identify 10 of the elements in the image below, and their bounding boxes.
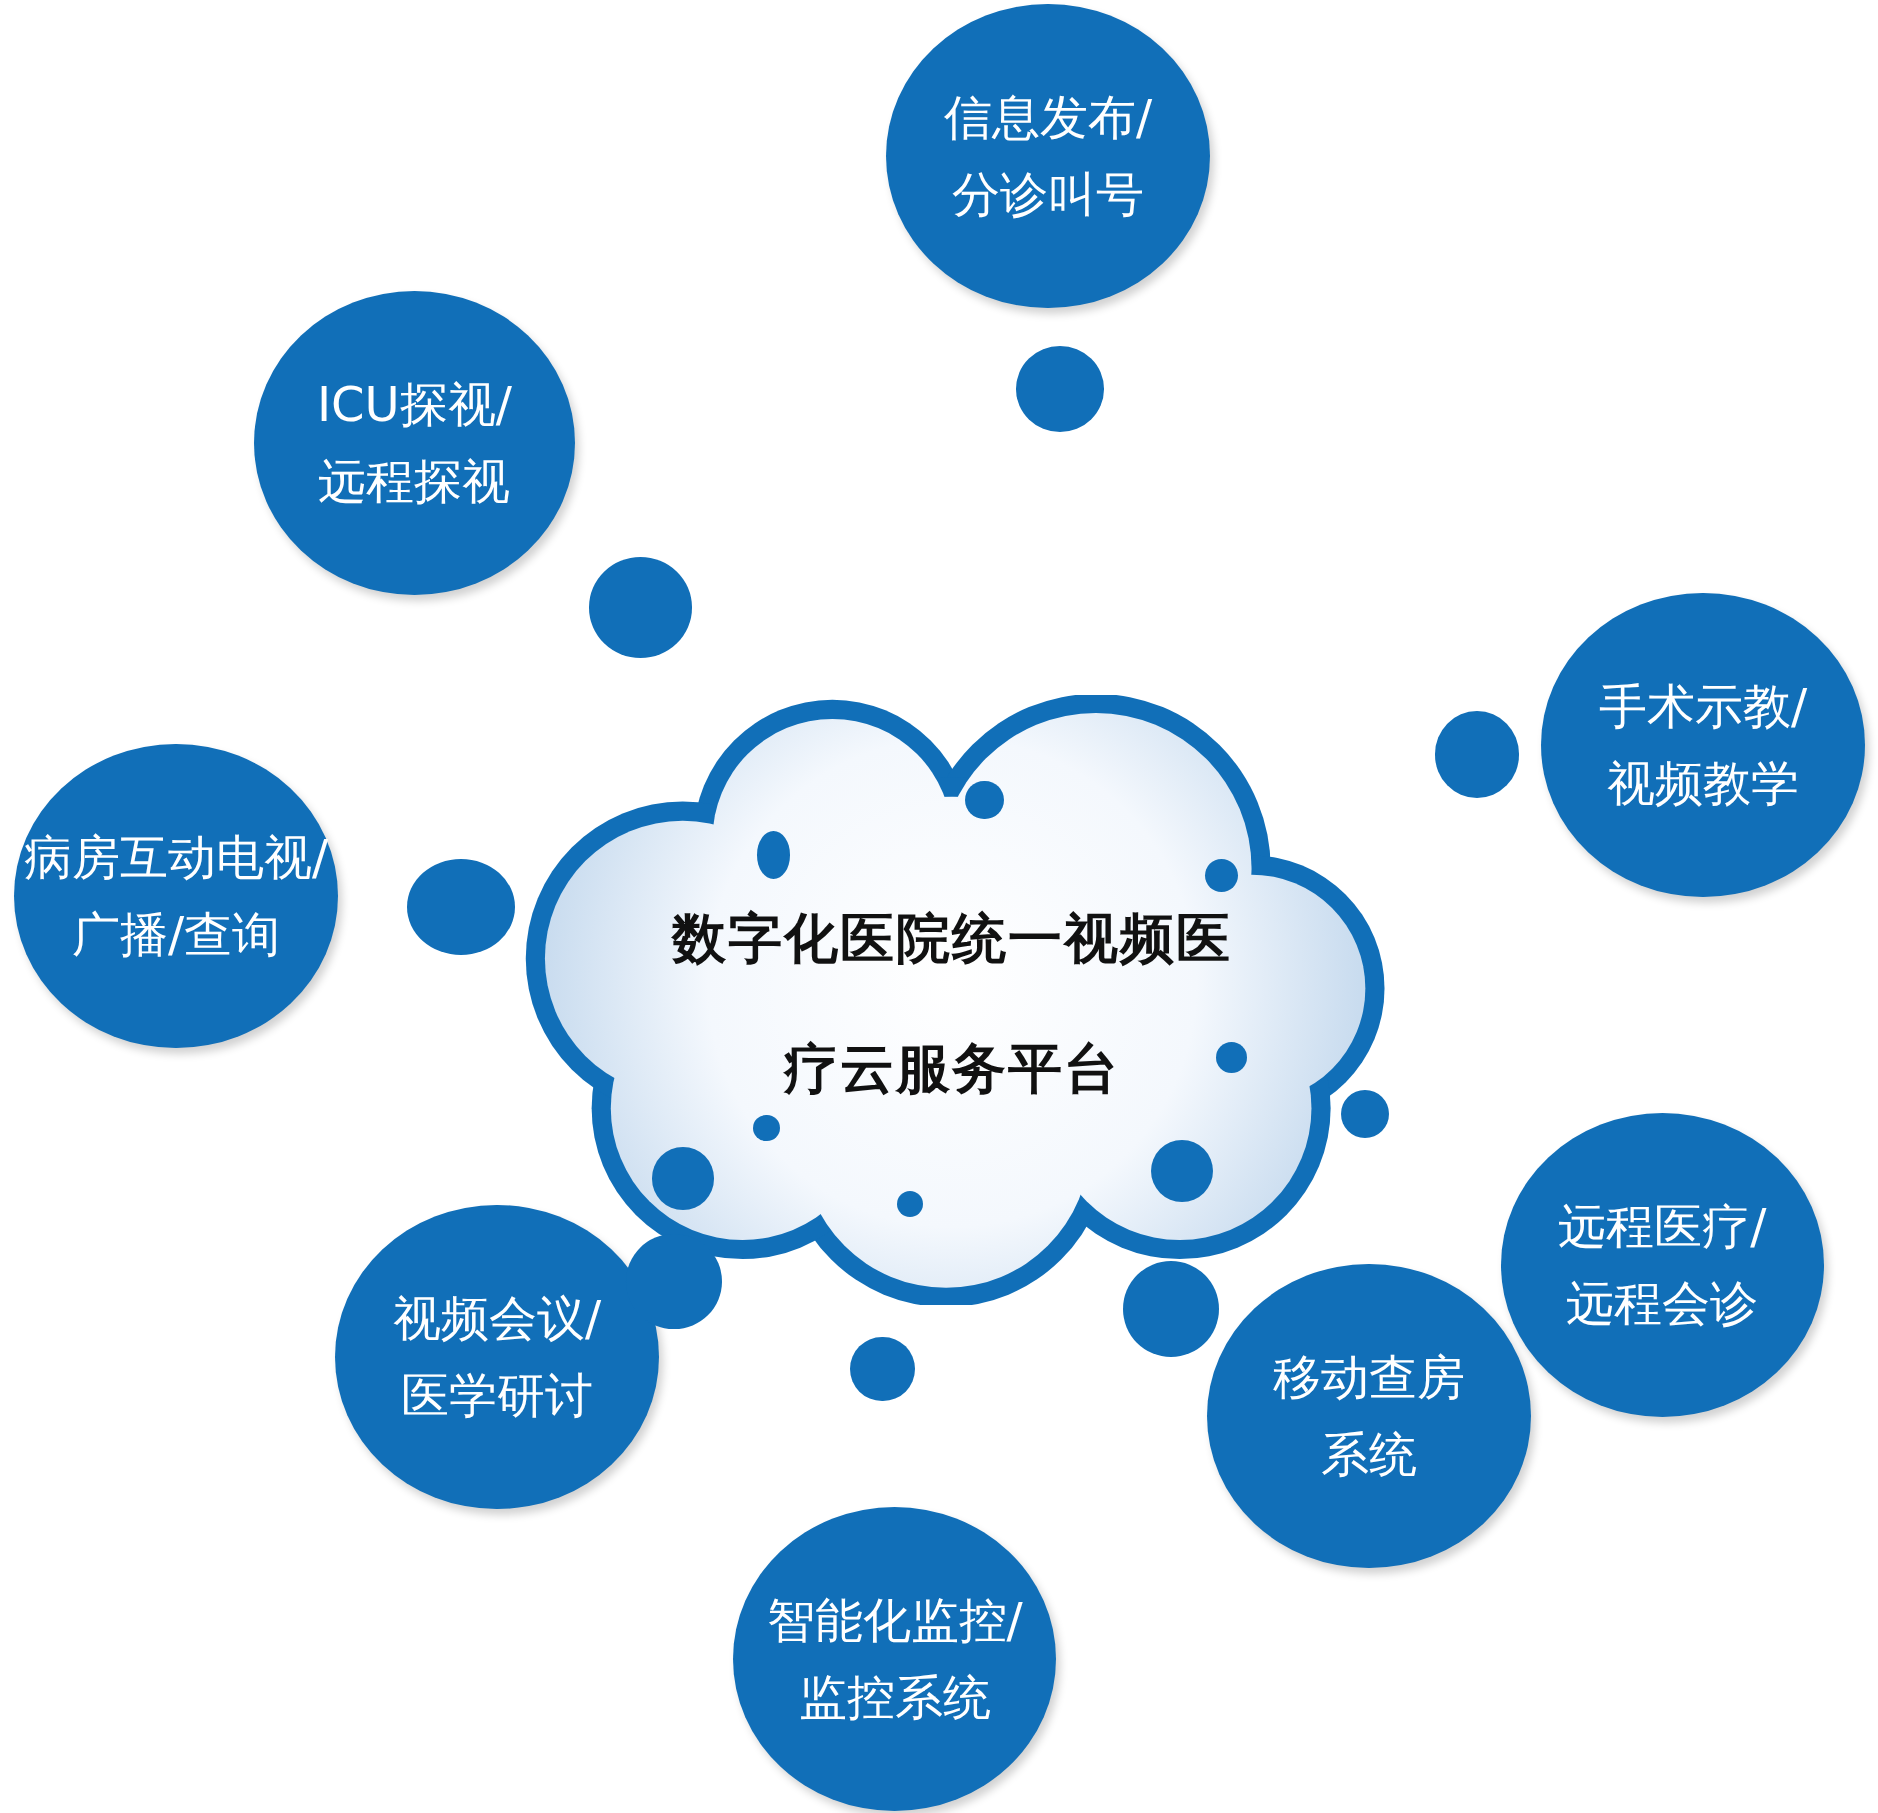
bubble-dot	[1341, 1089, 1390, 1138]
cloud-title: 数字化医院统一视频医疗云服务平台	[670, 906, 1234, 1102]
node-label: 智能化监控/监控系统	[765, 1591, 1024, 1727]
node-label: ICU探视/远程探视	[315, 375, 513, 512]
node-label: 信息发布/分诊叫号	[942, 87, 1154, 224]
node-label: 手术示教/视频教学	[1598, 677, 1809, 813]
node-label: 远程医疗/远程会诊	[1557, 1196, 1768, 1333]
node-label: 移动查房系统	[1271, 1347, 1466, 1484]
node-label: 视频会议/医学研讨	[391, 1289, 603, 1425]
node-label: 病房互动电视/广播/查询	[22, 828, 330, 964]
